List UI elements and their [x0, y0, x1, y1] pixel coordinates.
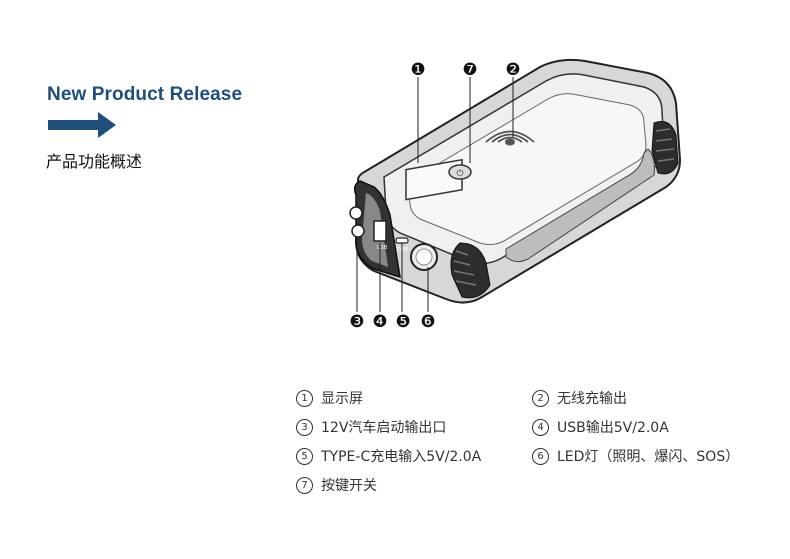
legend-item: 1 显示屏: [296, 388, 532, 408]
typec-port: [395, 237, 409, 244]
legend-item: 6 LED灯（照明、爆闪、SOS）: [532, 446, 766, 466]
callout-2: ❷: [505, 60, 520, 80]
legend-item: 7 按键开关: [296, 475, 532, 495]
callout-6: ❻: [420, 312, 435, 332]
legend-number: 7: [296, 476, 313, 494]
legend-number: 2: [532, 389, 549, 407]
legend-number: 3: [296, 418, 313, 436]
legend-label: 显示屏: [321, 391, 363, 407]
legend-number: 4: [532, 418, 549, 436]
legend-number: 5: [296, 447, 313, 465]
callout-4: ❹: [372, 312, 387, 332]
arrow-right-icon: [48, 112, 116, 138]
legend-number: 6: [532, 447, 549, 465]
legend-label: 按键开关: [321, 478, 377, 494]
callout-5: ❺: [395, 312, 410, 332]
jump-port-negative: [351, 224, 365, 238]
legend-label: TYPE-C充电输入5V/2.0A: [321, 449, 482, 465]
legend-item: 3 12V汽车启动输出口: [296, 417, 532, 437]
page-title: New Product Release: [47, 84, 243, 105]
wireless-charging-icon: [485, 130, 535, 146]
legend-label: 无线充输出: [557, 391, 627, 407]
power-button[interactable]: [448, 164, 472, 180]
callout-7: ❼: [462, 60, 477, 80]
legend-label: LED灯（照明、爆闪、SOS）: [557, 449, 740, 465]
callout-1: ❶: [410, 60, 425, 80]
callout-3: ❸: [349, 312, 364, 332]
legend-number: 1: [296, 389, 313, 407]
usb-port: [373, 220, 387, 242]
legend-label: USB输出5V/2.0A: [557, 420, 669, 436]
legend-item: 4 USB输出5V/2.0A: [532, 417, 766, 437]
feature-legend: 1 显示屏 2 无线充输出 3 12V汽车启动输出口 4 USB输出5V/2.0…: [296, 388, 766, 495]
usb-port-label: USB: [377, 245, 388, 251]
legend-item: 2 无线充输出: [532, 388, 766, 408]
legend-label: 12V汽车启动输出口: [321, 420, 447, 436]
jump-port-positive: [349, 206, 363, 220]
product-diagram: ⏻ USB TYPE ❶ ❼ ❷ ❸ ❹ ❺ ❻: [349, 58, 682, 332]
page-subtitle: 产品功能概述: [46, 152, 143, 171]
legend-item: 5 TYPE-C充电输入5V/2.0A: [296, 446, 532, 466]
svg-text:⏻: ⏻: [456, 168, 463, 179]
